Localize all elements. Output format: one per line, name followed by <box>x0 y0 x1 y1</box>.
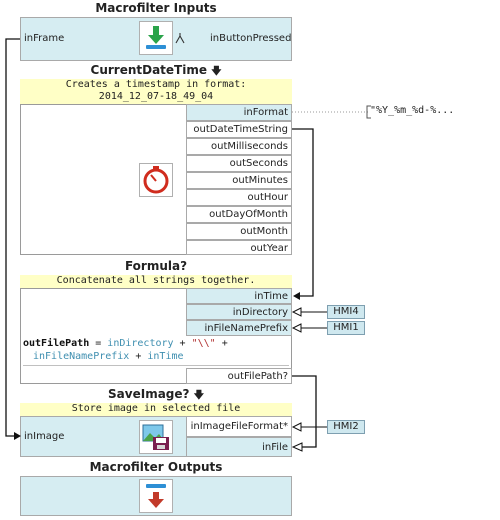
arrowhead-infilenameprefix <box>291 323 302 333</box>
input-icon-frame <box>139 21 173 55</box>
arrowhead-infile <box>291 442 303 452</box>
input-infilenameprefix[interactable]: inFileNamePrefix <box>186 320 292 336</box>
input-intime[interactable]: inTime <box>186 288 292 304</box>
upload-arrow-icon <box>146 484 166 508</box>
macrofilter-outputs-title: Macrofilter Outputs <box>89 460 223 474</box>
wire-inframe-inimage <box>5 38 20 437</box>
wire-outfilepath-infile <box>292 375 317 448</box>
down-arrow-icon: 🡇 <box>193 390 204 401</box>
value-bracket <box>366 105 371 119</box>
output-outyear[interactable]: outYear <box>186 240 292 255</box>
down-arrow-icon: 🡇 <box>211 66 222 77</box>
output-outdatetimestring[interactable]: outDateTimeString <box>186 121 292 138</box>
formula-code[interactable]: outFilePath = inDirectory + "\\" + inFil… <box>23 337 289 366</box>
arrowhead-intime <box>293 292 300 300</box>
currentdatetime-title: CurrentDateTime 🡇 <box>90 63 222 77</box>
output-icon-frame <box>139 479 173 513</box>
hmi1-label[interactable]: HMI1 <box>327 321 365 335</box>
output-outfilepath[interactable]: outFilePath? <box>186 368 292 384</box>
informat-value[interactable]: "%Y_%m_%d-%... <box>370 105 455 116</box>
download-arrow-icon <box>146 26 166 49</box>
output-outminutes[interactable]: outMinutes <box>186 172 292 189</box>
fork-icon <box>175 33 185 44</box>
arrowhead-indirectory <box>291 307 302 317</box>
hmi4-label[interactable]: HMI4 <box>327 305 365 319</box>
arrowhead-inimage <box>14 432 21 440</box>
port-inframe[interactable]: inFrame <box>24 33 65 44</box>
timer-icon-frame <box>139 163 173 197</box>
saveimage-title: SaveImage? 🡇 <box>108 387 204 401</box>
input-inimagefileformat[interactable]: inImageFileFormat* <box>186 416 292 437</box>
output-outmonth[interactable]: outMonth <box>186 223 292 240</box>
saveimage-icon-frame <box>139 420 173 454</box>
macrofilter-inputs-title: Macrofilter Inputs <box>95 1 217 15</box>
output-outdayofmonth[interactable]: outDayOfMonth <box>186 206 292 223</box>
formula-description: Concatenate all strings together. <box>20 275 292 288</box>
currentdatetime-description: Creates a timestamp in format: 2014_12_0… <box>20 79 292 104</box>
output-outseconds[interactable]: outSeconds <box>186 155 292 172</box>
formula-title: Formula? <box>124 259 188 273</box>
input-infile[interactable]: inFile <box>186 437 292 457</box>
input-indirectory[interactable]: inDirectory <box>186 304 292 320</box>
arrowhead-inimagefileformat <box>291 422 302 432</box>
saveimage-description: Store image in selected file <box>20 403 292 416</box>
output-outhour[interactable]: outHour <box>186 189 292 206</box>
stopwatch-icon <box>143 166 169 194</box>
port-inbuttonpressed[interactable]: inButtonPressed <box>210 33 292 44</box>
output-outmilliseconds[interactable]: outMilliseconds <box>186 138 292 155</box>
wire-outdatetimestring-intime <box>292 128 314 297</box>
input-informat[interactable]: inFormat <box>186 104 292 121</box>
save-image-icon <box>142 424 169 450</box>
hmi2-label[interactable]: HMI2 <box>327 420 365 434</box>
port-inimage[interactable]: inImage <box>24 431 65 442</box>
